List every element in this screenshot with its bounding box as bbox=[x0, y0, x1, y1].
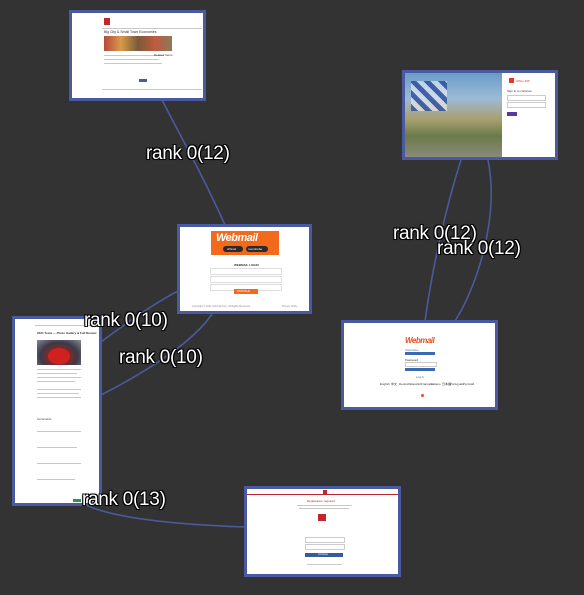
cpanel-badge-label: cPanel bbox=[227, 247, 237, 251]
register-continue-label: Continue bbox=[318, 553, 329, 556]
edge-article-webmail-1 bbox=[100, 289, 181, 343]
edge-article-webmail-2 bbox=[100, 313, 213, 396]
webmail-username-input[interactable] bbox=[405, 352, 435, 355]
lang-french[interactable]: Français bbox=[421, 382, 433, 386]
webmail-footer-logo bbox=[421, 394, 424, 397]
lang-english[interactable]: English bbox=[380, 382, 390, 386]
article-text-line bbox=[37, 397, 81, 398]
edge-office-login-2 bbox=[454, 159, 492, 322]
register-input-2[interactable] bbox=[305, 544, 345, 550]
lang-spanish[interactable]: Español bbox=[410, 382, 421, 386]
register-continue-button[interactable] bbox=[305, 553, 343, 557]
register-footer-line bbox=[307, 564, 342, 565]
edge-article-register bbox=[79, 501, 246, 528]
office-password-input[interactable] bbox=[507, 102, 546, 108]
office-email-input[interactable] bbox=[507, 95, 546, 101]
cpanel-badge bbox=[223, 246, 243, 252]
article-title: 2021 Tesla — Photo Gallery & Full Review bbox=[37, 331, 97, 335]
article-comment-line bbox=[37, 447, 77, 448]
node-news-page[interactable]: Big City & Small Town Economies Related … bbox=[69, 10, 206, 101]
node-webmail-login-page[interactable]: Webmail Username Password Log in English… bbox=[341, 320, 498, 410]
lang-chinese[interactable]: 中文 bbox=[391, 382, 398, 386]
node-webmail-page[interactable]: Webmail cPanel roundcube WEBMAIL LOGIN C… bbox=[177, 224, 312, 314]
node-office-page[interactable]: Office 365 Sign in to continue bbox=[402, 70, 558, 160]
news-nav-line bbox=[102, 28, 202, 29]
news-footer-line bbox=[102, 89, 202, 90]
office-signin-button[interactable] bbox=[507, 112, 517, 116]
webmail-login-button[interactable] bbox=[405, 368, 435, 371]
article-comment-line bbox=[37, 479, 75, 480]
webmail-footer-left: Copyright © 2021 webmail.com. All Rights… bbox=[192, 305, 250, 308]
webmail-continue-label: CONTINUE bbox=[237, 290, 251, 293]
edge-label: rank 0(10) bbox=[119, 347, 203, 368]
node-article-page[interactable]: 2021 Tesla — Photo Gallery & Full Review… bbox=[12, 316, 102, 506]
edge-office-login-1 bbox=[424, 159, 462, 322]
lang-portuguese[interactable]: Português bbox=[450, 382, 464, 386]
article-comment-line bbox=[37, 431, 81, 432]
article-comments-heading: Comments bbox=[37, 417, 52, 421]
article-text-line bbox=[37, 389, 81, 390]
register-input[interactable] bbox=[305, 537, 345, 543]
webmail-login-heading: WEBMAIL LOGIN bbox=[234, 263, 259, 267]
webmail-username-label: Username bbox=[405, 348, 419, 352]
office-heading: Sign in to continue bbox=[507, 89, 532, 93]
edge-news-webmail bbox=[161, 99, 226, 226]
article-car-image bbox=[37, 340, 81, 365]
edge-label: rank 0(13) bbox=[82, 489, 166, 510]
news-sidebar-title: Related Items bbox=[154, 53, 173, 57]
news-text-line bbox=[104, 63, 162, 64]
webmail-password-input[interactable] bbox=[210, 276, 282, 283]
lang-german[interactable]: Deutsch bbox=[399, 382, 411, 386]
news-logo bbox=[104, 18, 110, 25]
news-submit-button[interactable] bbox=[139, 79, 147, 82]
roundcube-badge-label: roundcube bbox=[248, 247, 263, 251]
webmail-login-logo: Webmail bbox=[405, 336, 435, 345]
webmail-footer-right[interactable]: Privacy Policy bbox=[282, 305, 298, 308]
register-text-line bbox=[297, 505, 352, 506]
news-text-line bbox=[104, 55, 164, 56]
office-tile-overlay bbox=[411, 81, 447, 111]
lang-japanese[interactable]: 日本語 bbox=[442, 382, 452, 386]
article-comment-line bbox=[37, 463, 81, 464]
article-reply-button[interactable] bbox=[73, 499, 81, 502]
register-card-image bbox=[318, 514, 326, 521]
office-brand: Office 365 bbox=[516, 79, 530, 83]
webmail-password-field[interactable] bbox=[405, 362, 437, 367]
register-logo bbox=[323, 490, 327, 494]
article-nav-line bbox=[35, 325, 97, 326]
edge-label: rank 0(12) bbox=[437, 238, 521, 259]
webmail-password-label: Password bbox=[405, 358, 419, 362]
webmail-logo: Webmail bbox=[216, 232, 258, 244]
register-text-line bbox=[299, 508, 349, 509]
news-headline: Big City & Small Town Economies bbox=[104, 30, 157, 34]
article-text-line bbox=[37, 381, 75, 382]
article-text-line bbox=[37, 373, 77, 374]
lang-italian[interactable]: Italiano bbox=[431, 382, 441, 386]
register-heading: Registration required bbox=[307, 499, 335, 503]
webmail-continue-button[interactable] bbox=[234, 289, 258, 294]
article-text-line bbox=[37, 377, 81, 378]
register-header-bar bbox=[247, 489, 398, 495]
webmail-email-input[interactable] bbox=[210, 268, 282, 275]
webmail-header-banner bbox=[211, 231, 279, 255]
node-register-page[interactable]: Registration required Continue bbox=[244, 486, 401, 577]
office-logo bbox=[509, 78, 514, 83]
roundcube-badge bbox=[246, 246, 268, 252]
news-hero-image bbox=[104, 36, 172, 51]
edge-label: rank 0(10) bbox=[84, 310, 168, 331]
webmail-login-button-label: Log in bbox=[416, 375, 425, 379]
news-text-line bbox=[104, 59, 159, 60]
article-text-line bbox=[37, 369, 81, 370]
article-text-line bbox=[37, 393, 79, 394]
edge-label: rank 0(12) bbox=[393, 223, 477, 244]
edge-label: rank 0(12) bbox=[146, 143, 230, 164]
lang-russian[interactable]: Русский bbox=[463, 382, 475, 386]
